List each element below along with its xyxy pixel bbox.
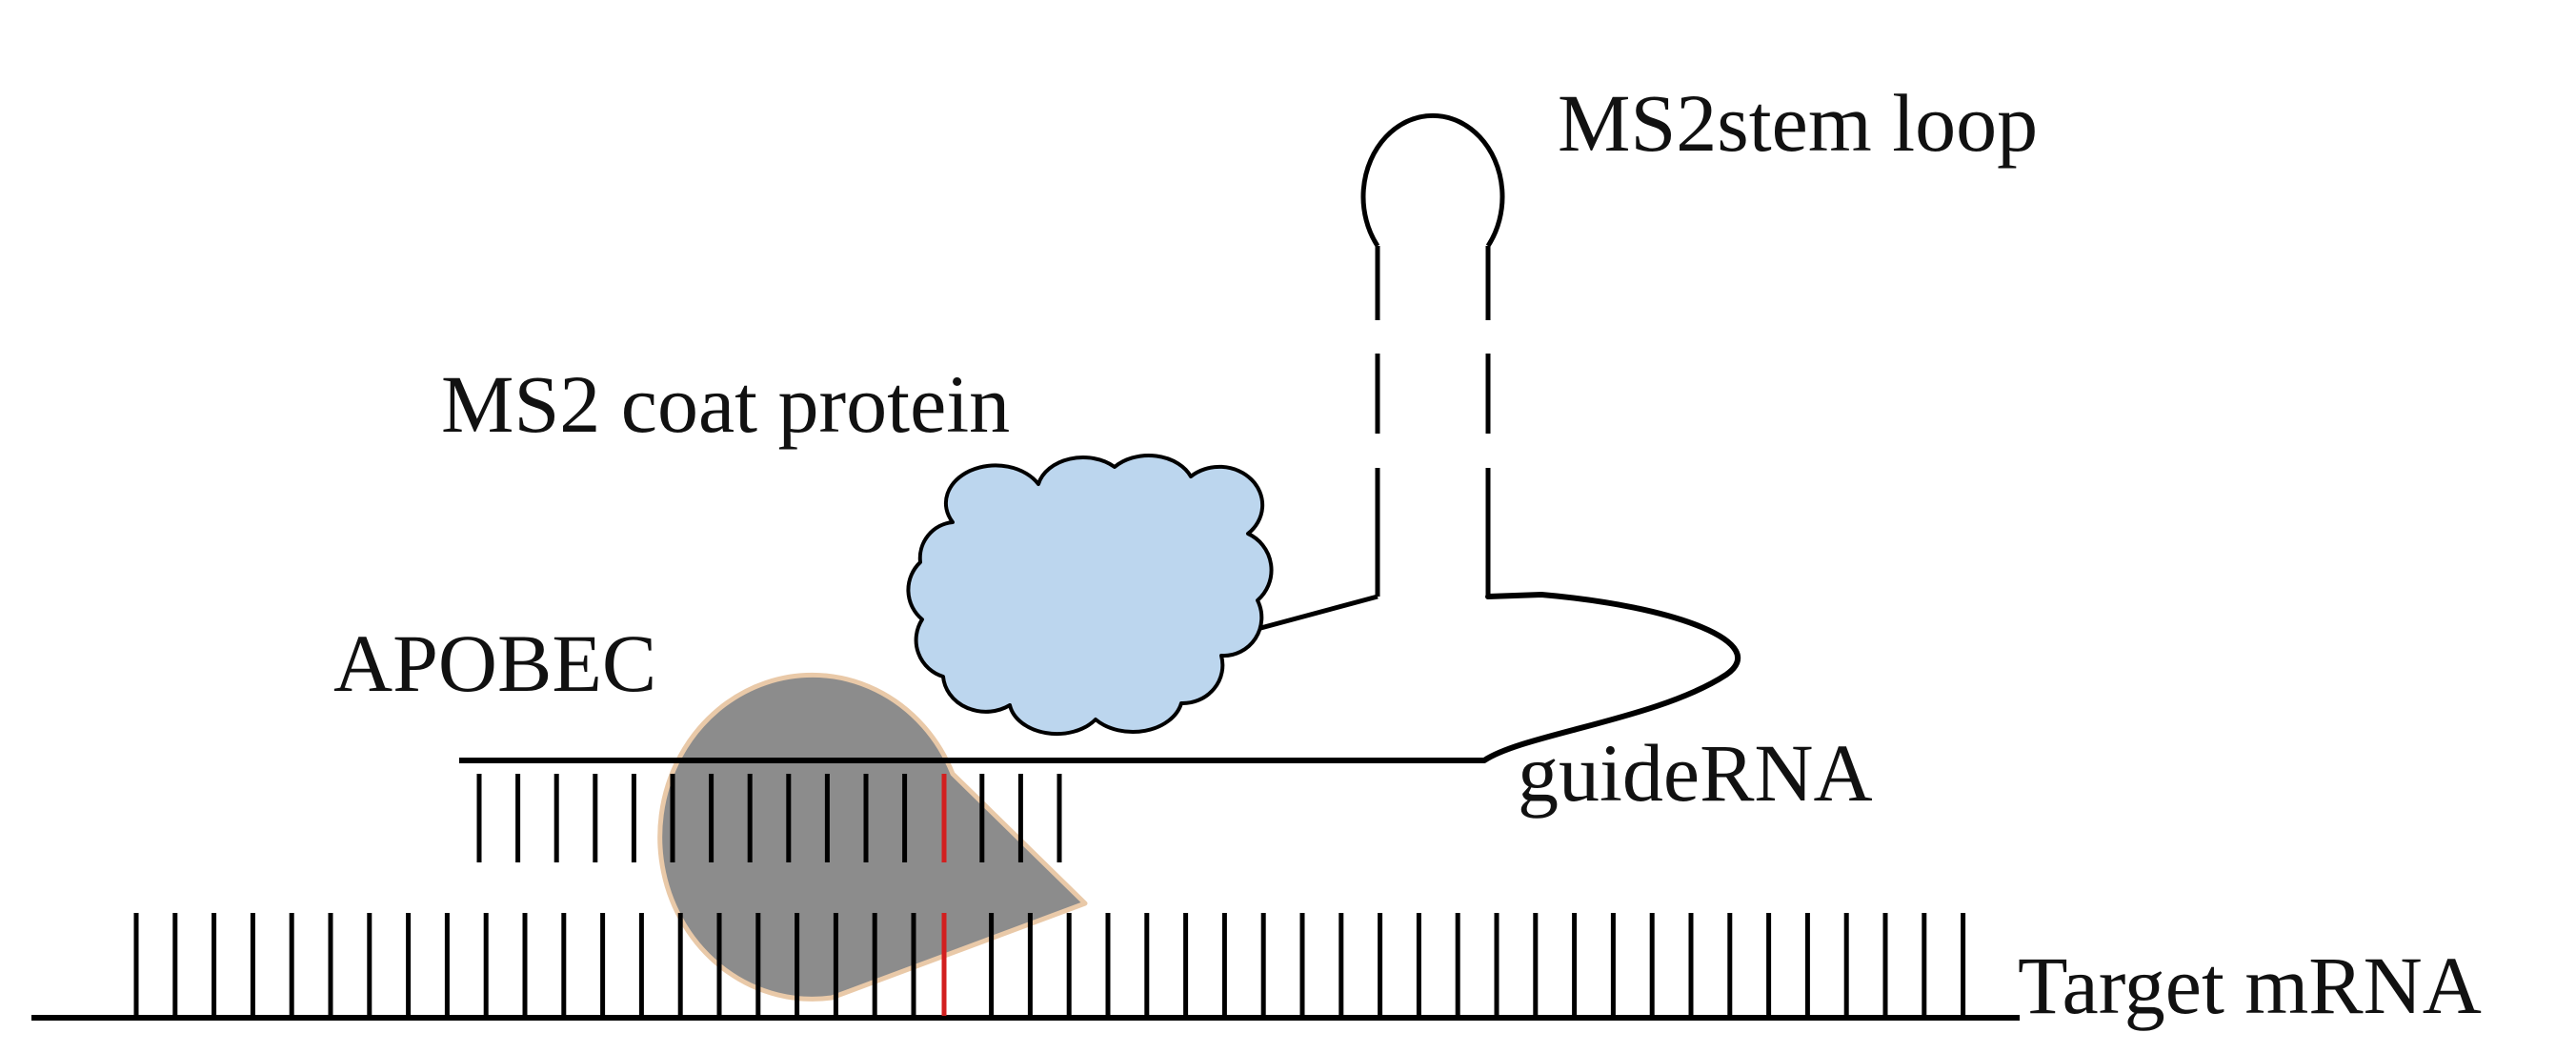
target-mrna-base-ticks: [133, 913, 1966, 1016]
ms2-coat-protein-label: MS2 coat protein: [441, 358, 1010, 450]
guide-rna-label: guideRNA: [1518, 727, 1873, 819]
target-mrna-label: Target mRNA: [2018, 940, 2482, 1031]
ms2-coat-protein-icon: [906, 454, 1274, 737]
stem-loop-paired-bases: [1375, 246, 1491, 597]
guide-rna-base-ticks: [476, 774, 1062, 862]
guide-rna-backbone-loop: [1481, 591, 1741, 763]
apobec-enzyme-icon: [657, 672, 1088, 1002]
ms2-stem-loop-label: MS2stem loop: [1558, 77, 2038, 169]
apobec-label: APOBEC: [333, 618, 656, 709]
ms2-stem-loop-icon: [1360, 112, 1505, 248]
